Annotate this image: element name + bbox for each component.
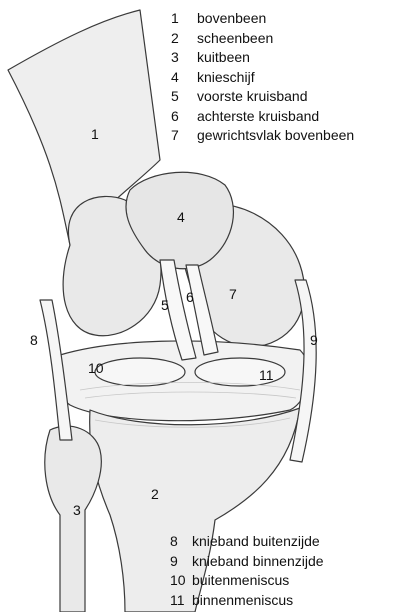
legend-text: bovenbeen: [197, 9, 266, 29]
fibula: [45, 426, 102, 612]
legend-number: 10: [170, 571, 192, 591]
legend-text: binnenmeniscus: [192, 591, 293, 611]
legend-text: knieband buitenzijde: [192, 532, 320, 552]
figure-label-3: 3: [73, 503, 81, 517]
legend-number: 11: [170, 591, 192, 611]
figure-label-2: 2: [151, 487, 159, 501]
figure-label-9: 9: [310, 333, 318, 347]
legend-number: 6: [171, 107, 197, 127]
figure-label-7: 7: [229, 287, 237, 301]
figure-label-11: 11: [259, 368, 274, 382]
legend-text: knieschijf: [197, 68, 255, 88]
legend-text: scheenbeen: [197, 29, 273, 49]
legend-number: 9: [170, 552, 192, 572]
legend-number: 3: [171, 48, 197, 68]
legend-text: buitenmeniscus: [192, 571, 289, 591]
figure-label-5: 5: [161, 298, 169, 312]
figure-label-6: 6: [186, 290, 194, 304]
legend-number: 7: [171, 126, 197, 146]
figure-label-4: 4: [177, 210, 185, 224]
figure-label-1: 1: [91, 127, 99, 141]
legend-number: 2: [171, 29, 197, 49]
figure-label-8: 8: [30, 333, 38, 347]
legend-number: 8: [170, 532, 192, 552]
legend-number: 1: [171, 9, 197, 29]
legend-number: 5: [171, 87, 197, 107]
figure-label-10: 10: [88, 361, 104, 375]
legend-text: voorste kruisband: [197, 87, 308, 107]
lateral-meniscus: [95, 358, 185, 386]
legend-text: knieband binnenzijde: [192, 552, 324, 572]
legend-text: achterste kruisband: [197, 107, 319, 127]
legend-text: gewrichtsvlak bovenbeen: [197, 126, 354, 146]
legend-number: 4: [171, 68, 197, 88]
legend-text: kuitbeen: [197, 48, 250, 68]
